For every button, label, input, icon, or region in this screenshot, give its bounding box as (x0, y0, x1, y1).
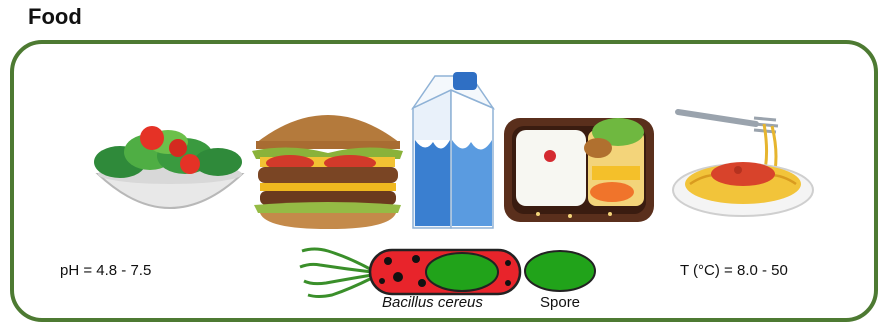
milk-carton-icon (405, 68, 500, 233)
spore-icon (523, 249, 598, 293)
burger-icon (250, 95, 405, 230)
bacterium-label: Bacillus cereus (382, 294, 483, 311)
spaghetti-icon (668, 98, 818, 223)
bento-box-icon (500, 110, 660, 230)
page-title: Food (28, 4, 82, 30)
salad-icon (90, 112, 250, 227)
ph-range-label: pH = 4.8 - 7.5 (60, 262, 151, 279)
temperature-range-label: T (°C) = 8.0 - 50 (680, 262, 788, 279)
bacillus-cereus-bacterium (298, 245, 523, 300)
spore-label: Spore (540, 294, 580, 311)
